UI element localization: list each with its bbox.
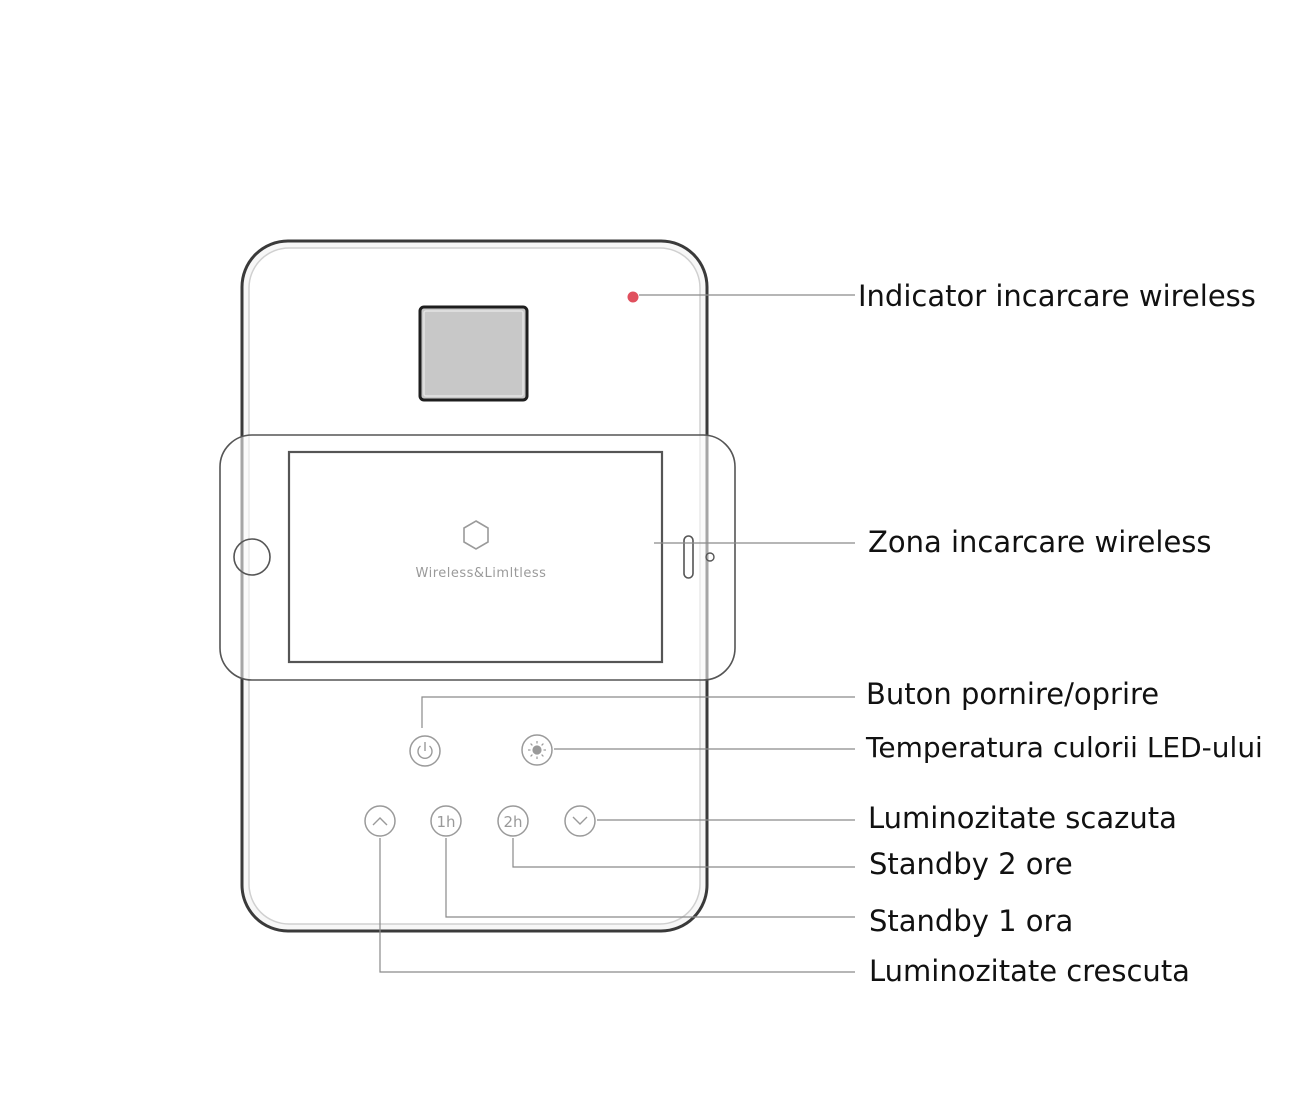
chevron-up-icon	[372, 817, 388, 826]
standby-1h-text: 1h	[436, 813, 455, 831]
label-color-temperature: Temperatura culorii LED-ului	[866, 731, 1263, 764]
standby-2h-text: 2h	[503, 813, 522, 831]
label-standby-1h: Standby 1 ora	[869, 904, 1074, 938]
phone-screen-text: Wireless&Limltless	[416, 566, 547, 581]
label-power-button: Buton pornire/oprire	[866, 677, 1160, 711]
hexagon-icon	[463, 520, 489, 550]
display-window	[418, 305, 529, 402]
sun-icon	[528, 741, 546, 759]
phone-outline: Wireless&Limltless	[219, 434, 736, 681]
indicator-led	[627, 291, 639, 303]
phone-home-button	[233, 538, 271, 576]
label-brightness-down: Luminozitate scazuta	[868, 801, 1177, 835]
leader-standby-1h	[445, 838, 855, 918]
phone-screen	[287, 450, 664, 664]
power-button[interactable]	[409, 735, 441, 767]
phone-camera-dot	[705, 552, 715, 562]
label-wireless-indicator: Indicator incarcare wireless	[858, 279, 1256, 313]
brightness-down-button[interactable]	[564, 805, 596, 837]
brightness-up-button[interactable]	[364, 805, 396, 837]
label-brightness-up: Luminozitate crescuta	[869, 954, 1190, 988]
chevron-down-icon	[572, 816, 588, 825]
label-wireless-zone: Zona incarcare wireless	[868, 525, 1212, 559]
standby-1h-button[interactable]: 1h	[430, 805, 462, 837]
standby-2h-button[interactable]: 2h	[497, 805, 529, 837]
label-standby-2h: Standby 2 ore	[869, 847, 1073, 881]
phone-speaker-slot	[683, 535, 694, 579]
leader-brightness-up	[379, 838, 855, 973]
leader-standby-2h	[512, 838, 855, 868]
color-temperature-button[interactable]	[521, 734, 553, 766]
power-icon	[417, 745, 433, 760]
leader-lines	[379, 294, 855, 973]
leader-power	[421, 696, 855, 728]
